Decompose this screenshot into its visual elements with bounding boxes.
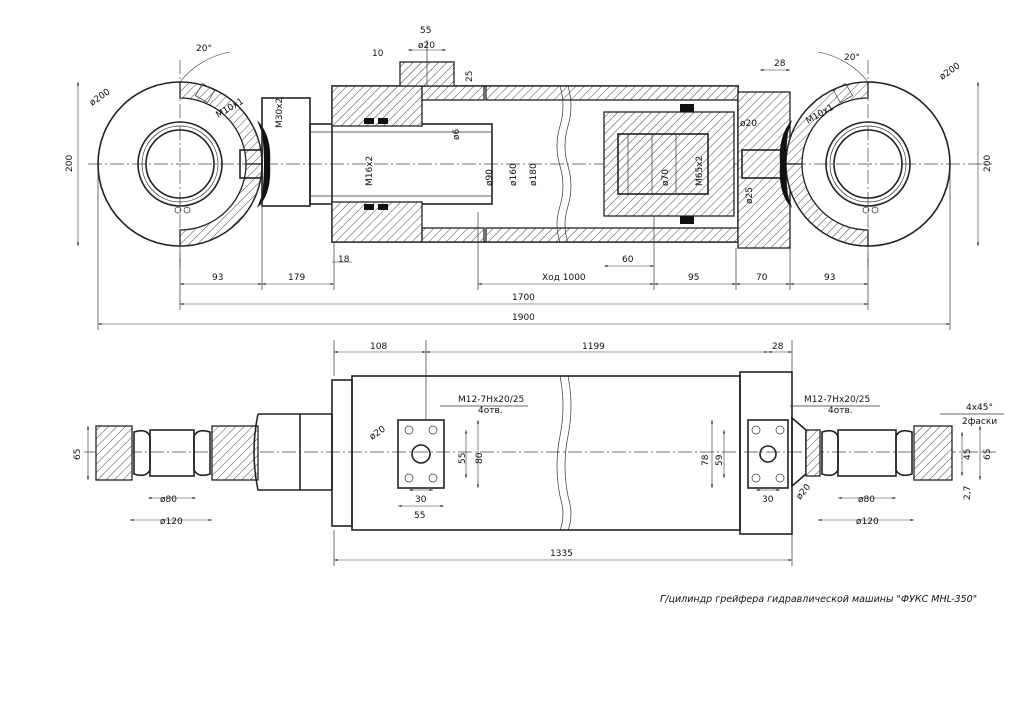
dim-d80-right: ø80 <box>858 495 875 505</box>
dim-93-right: 93 <box>824 273 835 283</box>
chamfer-label: 4x45° <box>966 403 993 413</box>
dim-2-7: 2,7 <box>963 486 973 500</box>
dim-angle-left: 20° <box>196 44 212 54</box>
dim-28-top: 28 <box>774 59 786 69</box>
dim-55-port: 55 <box>458 453 468 464</box>
bottom-dimensions <box>86 340 1004 566</box>
dim-d20-bl: ø20 <box>368 424 388 442</box>
dim-30-right: 30 <box>762 495 774 505</box>
dim-m16: M16x2 <box>365 156 375 186</box>
dim-25: 25 <box>465 71 475 82</box>
cylinder-tube <box>331 40 739 243</box>
dim-80-port: 80 <box>475 452 485 464</box>
top-dimensions <box>76 48 980 330</box>
dim-d120-left: ø120 <box>160 517 183 527</box>
top-section-view: 20° 20° ø200 ø200 M10x1 M10x1 M30x2 200 … <box>65 26 993 330</box>
left-lug <box>95 413 333 491</box>
dim-55-top: 55 <box>420 26 431 36</box>
port-right-label: M12-7Hx20/25 <box>804 395 870 405</box>
dim-60: 60 <box>622 255 634 265</box>
dim-45: 45 <box>963 449 973 460</box>
dim-18: 18 <box>338 255 350 265</box>
dim-d80-left: ø80 <box>160 495 177 505</box>
dim-1199: 1199 <box>582 342 605 352</box>
right-eye <box>737 81 951 249</box>
dim-30-left: 30 <box>415 495 427 505</box>
dim-m30: M30x2 <box>275 98 285 128</box>
dim-95: 95 <box>688 273 699 283</box>
dim-59-right: 59 <box>715 454 725 466</box>
dim-93-left: 93 <box>212 273 223 283</box>
dim-d200-left: ø200 <box>88 87 113 108</box>
dim-1900: 1900 <box>512 313 535 323</box>
dim-d70: ø70 <box>661 169 671 186</box>
left-eye <box>97 81 271 247</box>
dim-78-right: 78 <box>701 454 711 466</box>
holes-right-label: 4отв. <box>828 406 853 416</box>
dim-h200-left: 200 <box>65 155 75 172</box>
dim-55-left-b: 55 <box>414 511 425 521</box>
dim-70: 70 <box>756 273 768 283</box>
dim-d20-top: ø20 <box>418 41 435 51</box>
dim-179: 179 <box>288 273 305 283</box>
dim-d160: ø160 <box>509 163 519 186</box>
dim-1700: 1700 <box>512 293 535 303</box>
port-left-label: M12-7Hx20/25 <box>458 395 524 405</box>
dim-d20-br: ø20 <box>795 482 814 502</box>
tube-plan <box>331 371 793 535</box>
dim-65-left: 65 <box>73 449 83 460</box>
dim-10: 10 <box>372 49 384 59</box>
drawing-title: Г/цилиндр грейфера гидравлической машины… <box>660 594 977 605</box>
dim-d6: ø6 <box>452 128 462 140</box>
dim-d20-right: ø20 <box>740 119 757 129</box>
dim-d180: ø180 <box>529 163 539 186</box>
dim-d120-right: ø120 <box>856 517 879 527</box>
dim-108: 108 <box>370 342 387 352</box>
dim-d200-right: ø200 <box>938 61 963 82</box>
holes-left-label: 4отв. <box>478 406 503 416</box>
dim-28-bottom: 28 <box>772 342 784 352</box>
dim-stroke: Ход 1000 <box>542 273 586 283</box>
chamfer2-label: 2фаски <box>962 417 997 427</box>
dim-d90: ø90 <box>485 169 495 186</box>
bottom-plan-view: 108 1199 28 M12-7Hx20/25 4отв. M12-7Hx20… <box>73 340 1004 566</box>
dim-1335: 1335 <box>550 549 573 559</box>
dim-angle-right: 20° <box>844 53 860 63</box>
dim-65-right: 65 <box>983 449 993 460</box>
dim-m65: M65x2 <box>695 156 705 186</box>
right-lug <box>791 416 953 488</box>
dim-d25-right: ø25 <box>745 187 755 204</box>
dim-h200-right: 200 <box>983 155 993 172</box>
